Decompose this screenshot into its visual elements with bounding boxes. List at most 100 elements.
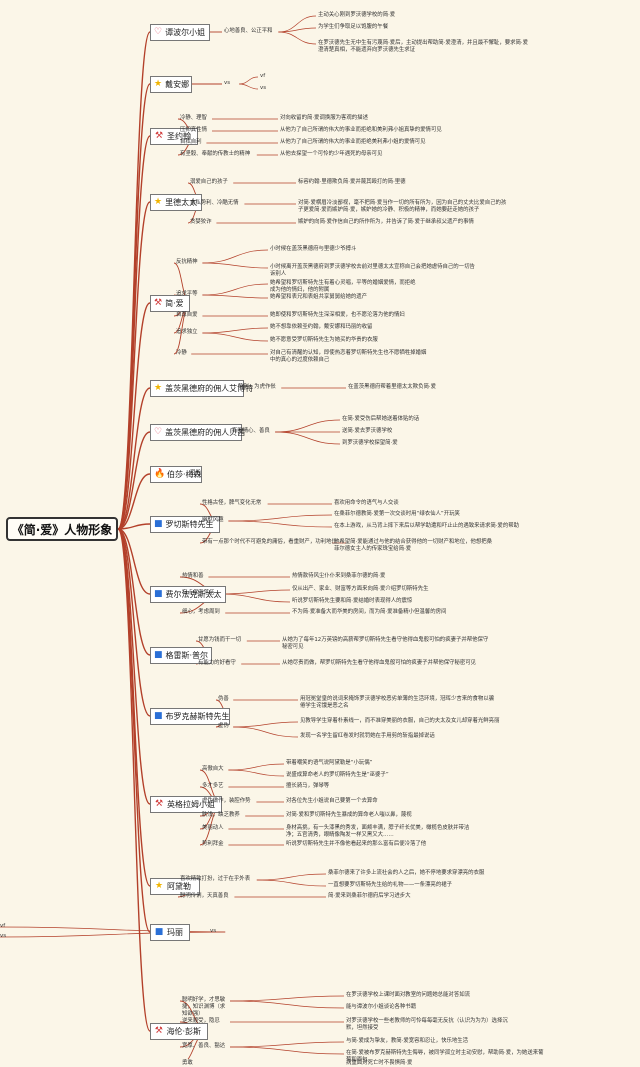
topic-connector <box>117 387 151 530</box>
topic-15[interactable]: ■玛丽 <box>150 924 190 941</box>
detail-label: 病重面对死亡时不畏惧简·爱 <box>346 1060 413 1066</box>
trait-label: 有能力的好看守 <box>198 660 236 666</box>
topic-7[interactable]: ♡盖茨黑德府的佣人贝茜 <box>150 424 245 441</box>
topic-9[interactable]: ■罗切斯特先生 <box>150 516 220 533</box>
detail-label: 在桑菲尔德教简·爱第一次交谈时用“绿衣仙人”开玩笑 <box>334 511 460 517</box>
detail-label: 见教导学生穿着朴素线一，而不准穿美丽的衣服，自己的夫太及女儿却穿着光鲜亮丽 <box>300 718 500 724</box>
topic-label: 里德太太 <box>165 198 198 207</box>
flame-icon: 🔥 <box>154 469 166 479</box>
topic-3[interactable]: ⚒圣约翰 <box>150 128 198 145</box>
trait-label: 有点保守落伍 <box>182 590 215 596</box>
detail-label: 能与谭波尔小姐谈论各种书籍 <box>346 1004 417 1010</box>
detail-label: 听说罗切斯特先生并不像他看起来的那么富有后便冷落了他 <box>286 841 427 847</box>
detail-label: 桑菲尔德来了许多上流社会的人之后，她不停地要求穿漂亮的衣服 <box>328 870 485 876</box>
detail-connector <box>0 926 226 933</box>
topic-16[interactable]: ⚒海伦·彭斯 <box>150 1023 208 1040</box>
trait-label: 自尊自爱 <box>176 312 198 318</box>
trait-label: 伪善 <box>218 696 229 702</box>
detail-label: 从她为了每年12万英镑的高薪帮罗切斯特先生看守他得血鬼般可怕的疯妻子并帮他保守秘… <box>282 637 489 650</box>
trait-label: 甘愿为钱而干一切 <box>198 637 242 643</box>
topic-13[interactable]: ⚒英格拉姆小姐 <box>150 796 222 813</box>
detail-label: 送简·爱去罗沃德学校 <box>342 428 393 434</box>
detail-label: 对简·爱和罗切斯特先生暴成的算命老人嗤以鼻，蔑视 <box>286 812 412 818</box>
detail-label: 在本上游戏，从马背上摔下来后以帮学助遭和吓止止的遇致来请求简·爱的帮助 <box>334 523 519 529</box>
detail-label: 主动关心刚到罗沃德学校的简·爱 <box>318 12 396 18</box>
tools-icon: ⚒ <box>154 131 164 141</box>
topic-6[interactable]: ★盖茨黑德府的佣人艾博特 <box>150 380 253 397</box>
star-icon: ★ <box>154 881 164 891</box>
trait-label: 追求独立 <box>176 329 198 335</box>
detail-connector <box>256 873 327 881</box>
trait-label: 性格古怪，脾气变化无常 <box>202 500 262 506</box>
trait-label: 冷静、理智 <box>180 115 207 121</box>
tools-icon: ⚒ <box>154 1026 163 1036</box>
detail-label: 对向收留的简·爱调换服为客观的描述 <box>280 115 368 121</box>
topic-4[interactable]: ★里德太太 <box>150 194 202 211</box>
trait-label: 冷静 <box>176 350 187 356</box>
trait-label: 幽默风趣 <box>202 517 224 523</box>
topic-connector <box>117 473 151 530</box>
topic-connector <box>117 528 151 1032</box>
topic-label: 戴安娜 <box>165 80 190 89</box>
trait-label: 美丽动人 <box>202 825 224 831</box>
star-icon: ★ <box>154 79 163 89</box>
detail-label: 她希望和罗切斯特先生有着心灵唱，平等的婚姻爱情，而拒绝成为他的情妇，他的附属 <box>270 280 416 293</box>
trait-label: 虚伪做作，装腔作势 <box>202 798 251 804</box>
detail-label: 嫉妒的向简·爱作信自己的所作所为，并告诉了简·爱于继承叔父遗产的事情 <box>298 219 474 225</box>
flag-icon: ■ <box>154 711 163 721</box>
topic-2[interactable]: ★戴安娜 <box>150 76 192 93</box>
topic-5[interactable]: ⚒简·爱 <box>150 295 190 312</box>
trait-label: 压抑真性情 <box>180 127 207 133</box>
trait-label: 热情和善 <box>182 573 204 579</box>
trait-label: 带有一点那个时代不可避免的庸俗，看重财产，功利地位 <box>202 539 337 545</box>
detail-label: 为学生们争取足以饱腹的午餐 <box>318 24 389 30</box>
detail-label: 从他去探望一个可怜的少年遇死的母亲可见 <box>280 151 383 157</box>
detail-label: 对自己有清醒的认知，即使热恋着罗切斯特先生也不愿牺牲掉婚姻中的真心的过度依赖自己 <box>270 350 427 363</box>
detail-connector <box>239 76 259 85</box>
trait-label: 细心，考虑周到 <box>182 609 220 615</box>
topic-label: 盖茨黑德府的佣人艾博特 <box>165 384 254 393</box>
detail-connector <box>228 769 285 777</box>
detail-label: 对简·爱横眉冷淡鄙视，毫不把简·爱当作一切的所有所为，因为自己的丈夫比爱自己的孩… <box>298 200 507 213</box>
detail-label: 在罗沃德先生无中生有污蔑简·爱后，主动提出帮助简·爱澄清，并且最不懈耻，要求简·… <box>318 40 528 53</box>
detail-label: 不为简·爱准备大而华美的房间，而为简·爱准备精小但温馨的房间 <box>292 609 447 615</box>
flag-icon: ■ <box>154 519 163 529</box>
detail-label: 她不愿意受罗切斯特先生为她买的华贵的衣服 <box>270 337 378 343</box>
topic-label: 阿黛勒 <box>167 882 191 891</box>
detail-label: 擅长骑马，弹琴等 <box>286 783 330 789</box>
detail-label: 简·爱来到桑菲尔德府后学习进步大 <box>328 893 411 899</box>
detail-connector <box>233 726 299 738</box>
detail-connector <box>233 721 299 728</box>
trait-label: 虚伪 <box>218 723 229 729</box>
detail-connector <box>229 1041 345 1048</box>
topic-label: 圣约翰 <box>167 132 191 141</box>
detail-label: 她即使和罗切斯特先生深深相爱，也不愿沦落为他的情妇 <box>270 312 405 318</box>
flag-icon: ■ <box>154 589 163 599</box>
topic-12[interactable]: ■布罗克赫斯特先生 <box>150 708 230 725</box>
detail-connector <box>202 327 269 334</box>
detail-label: 从他为了自己所谓的伟大的事业而拒绝美利弗小姐的爱情可见 <box>280 139 426 145</box>
trait-label: 勇敢 <box>182 1060 193 1066</box>
detail-connector <box>202 249 269 264</box>
topic-connector <box>117 135 151 530</box>
topic-1[interactable]: ♡谭波尔小姐 <box>150 24 210 41</box>
detail-connector <box>228 514 333 522</box>
topic-label: 英格拉姆小姐 <box>167 800 215 809</box>
trait-label: vs <box>224 80 230 86</box>
detail-connector <box>202 283 269 296</box>
detail-label: 在罗沃德学校上课时面对教室的问题她总能对答如流 <box>346 992 470 998</box>
detail-label: 听说罗切斯特先生要和简·爱结婚时表现得人的震惊 <box>292 598 413 604</box>
trait-label: 心地善良、公正平和 <box>224 28 273 34</box>
detail-connector <box>256 879 327 887</box>
topic-label: 伯莎·梅森 <box>167 470 202 479</box>
topic-8[interactable]: 🔥伯莎·梅森 <box>150 466 202 483</box>
trait-label: 喜欢精致打扮，过于在乎外表 <box>180 876 251 882</box>
topic-14[interactable]: ★阿黛勒 <box>150 878 200 895</box>
trait-label: vs <box>210 928 216 934</box>
star-icon: ★ <box>154 197 163 207</box>
trait-label: 自私自利 <box>180 139 202 145</box>
detail-label: 带着嘲笑的语气说阿黛勒是“小玩偶” <box>286 760 373 766</box>
topic-10[interactable]: ■费尔法克斯太太 <box>150 586 226 603</box>
topic-11[interactable]: ■格雷斯·普尔 <box>150 647 212 664</box>
detail-label: 对罗沃德学校一些老教师的可怜每每毫无反抗（认识为为为）选择沉默，坦然接受 <box>346 1018 508 1031</box>
